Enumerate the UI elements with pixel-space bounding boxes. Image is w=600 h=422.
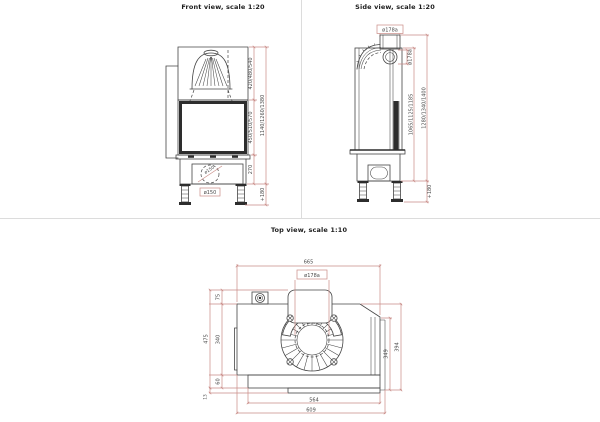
side-dim-total-height: 1280/1340/1400 — [422, 87, 428, 129]
front-dim-glass-height: 450/510/570 — [248, 112, 254, 144]
side-dim-flue-height: 1065/1125/1185 — [409, 94, 415, 136]
side-dim-flue-diameter: ø178a — [408, 49, 414, 65]
top-dim-right-inner: 349 — [384, 349, 390, 359]
side-dome — [356, 43, 398, 70]
top-dim-width-inner: 564 — [309, 397, 319, 403]
top-dim-width-outer: 609 — [306, 407, 316, 413]
side-dim-leg-height: +180 — [427, 185, 433, 199]
top-flue-label: ø178a — [304, 273, 320, 279]
top-dimensions: 665 ø178a 75 340 60 475 13 349 394 564 — [203, 260, 403, 415]
side-flue-collar: ø178a — [376, 24, 404, 50]
top-dim-depth-body: 340 — [216, 335, 222, 345]
top-dim-overall-width: 665 — [304, 260, 314, 266]
view-divider-horizontal — [0, 218, 600, 219]
side-flue-top-label: ø178a — [382, 27, 398, 33]
side-dimensions: ø178a 1065/1125/1185 1280/1340/1400 +180 — [398, 33, 433, 204]
front-legs — [179, 184, 247, 205]
front-view-title: Front view, scale 1:20 — [181, 3, 265, 11]
side-legs — [357, 181, 403, 202]
top-dim-right-outer: 394 — [395, 342, 401, 352]
side-body — [349, 47, 406, 155]
top-dim-depth-back: 75 — [216, 294, 222, 300]
top-air-socket — [251, 291, 269, 305]
front-glass-door — [175, 99, 251, 160]
front-base: ø150 ø150 — [179, 158, 247, 197]
front-dim-upper-height: 420/480/540 — [248, 58, 254, 90]
front-dim-base-height: 270 — [248, 165, 254, 175]
front-dim-leg-height: +180 — [260, 188, 266, 202]
front-view-drawing: ø150 ø150 420/480/540 450/510/570 270 11… — [165, 45, 269, 207]
side-view-title: Side view, scale 1:20 — [355, 3, 435, 11]
top-dim-depth-front: 60 — [216, 378, 222, 384]
top-dim-depth-total: 475 — [204, 334, 210, 344]
side-view-drawing: ø178a — [349, 24, 433, 204]
top-view-drawing: 665 ø178a 75 340 60 475 13 349 394 564 — [203, 260, 403, 415]
view-divider-vertical — [301, 0, 302, 218]
top-dim-plate-offset: 13 — [203, 394, 209, 400]
front-air-inlet-diagonal-label: ø150 — [203, 165, 216, 176]
front-air-inlet-label: ø150 — [204, 190, 217, 196]
top-heat-exchanger — [280, 289, 344, 372]
front-dimensions: 420/480/540 450/510/570 270 1140/1260/13… — [245, 45, 269, 207]
front-body — [165, 46, 249, 159]
side-base — [356, 153, 401, 182]
front-dim-total-height: 1140/1260/1380 — [260, 95, 266, 137]
top-view-title: Top view, scale 1:10 — [270, 226, 348, 234]
